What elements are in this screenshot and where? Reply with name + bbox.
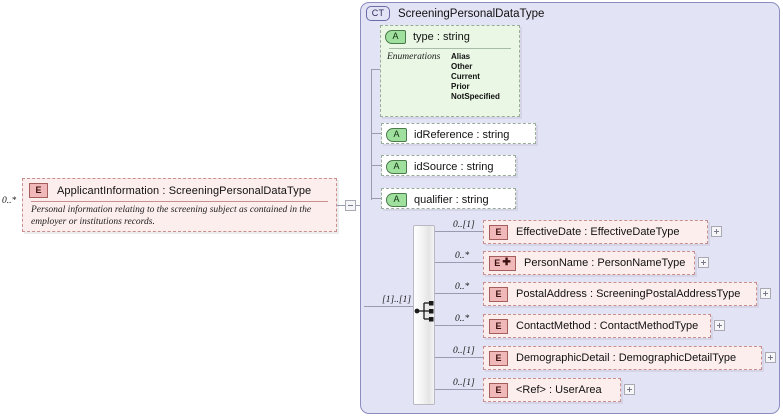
applicant-information-element[interactable]: E ApplicantInformation : ScreeningPerson… [22,178,337,232]
expand-toggle-contactmethod[interactable] [714,320,725,331]
enumeration-item: Alias [451,52,471,61]
element-effectivedate-label: EffectiveDate : EffectiveDateType [516,226,680,238]
element-icon: E [29,183,48,198]
attribute-branch-idreference [371,133,382,134]
attribute-tree-trunk [371,69,372,200]
element-demographicdetail-label: DemographicDetail : DemographicDetailTyp… [516,352,737,364]
attribute-idreference-label: idReference : string [414,128,510,141]
element-postaladdress-label: PostalAddress : ScreeningPostalAddressTy… [516,288,741,300]
attribute-idsource-header: A idSource : string [382,156,515,177]
complextype-icon: CT [366,6,390,21]
attribute-branch-idsource [371,165,382,166]
demographicdetail-cardinality: 0..[1] [453,346,475,356]
expand-toggle-effectivedate[interactable] [711,226,722,237]
attribute-type-enumerations: Enumerations Alias Other Current Prior N… [381,49,519,102]
personname-cardinality: 0..* [455,251,470,261]
element-demographicdetail[interactable]: E DemographicDetail : DemographicDetailT… [483,346,762,370]
connector-applicant-to-type [337,205,347,206]
sequence-icon [414,301,434,322]
element-icon: E [489,286,508,302]
enumerations-values: Alias Other Current Prior NotSpecified [451,52,500,102]
element-userarea-ref[interactable]: E <Ref> : UserArea [483,378,621,402]
enumeration-item: Current [451,72,480,81]
attribute-icon: A [386,127,407,142]
element-effectivedate[interactable]: E EffectiveDate : EffectiveDateType [483,220,708,244]
userarea-cardinality: 0..[1] [453,378,475,388]
attribute-qualifier-label: qualifier : string [414,193,489,206]
attribute-idreference[interactable]: A idReference : string [381,123,536,144]
enumeration-item: NotSpecified [451,92,500,101]
element-icon: E [489,318,508,334]
element-personname-label: PersonName : PersonNameType [524,257,686,269]
attribute-type-header: A type : string [381,26,519,47]
applicant-information-header: E ApplicantInformation : ScreeningPerson… [23,179,336,201]
element-personname[interactable]: E✚ PersonName : PersonNameType [483,251,695,275]
element-postaladdress[interactable]: E PostalAddress : ScreeningPostalAddress… [483,282,757,306]
attribute-type-label: type : string [413,30,470,43]
element-userarea-label: <Ref> : UserArea [516,384,602,396]
attribute-qualifier[interactable]: A qualifier : string [381,188,516,209]
element-plus-icon: E✚ [489,255,516,271]
connector-sequence-effectivedate [435,231,483,232]
attribute-icon: A [386,192,407,207]
expand-toggle-postaladdress[interactable] [760,288,771,299]
connector-sequence-personname [435,262,483,263]
attribute-branch-type [371,69,382,70]
contactmethod-cardinality: 0..* [455,314,470,324]
expand-toggle-demographicdetail[interactable] [765,352,776,363]
complex-type-title-row: CT ScreeningPersonalDataType [366,6,544,21]
enumeration-item: Prior [451,82,470,91]
attribute-idsource-label: idSource : string [414,160,494,173]
attribute-type[interactable]: A type : string Enumerations Alias Other… [380,25,520,117]
postaladdress-cardinality: 0..* [455,282,470,292]
collapse-toggle-applicant[interactable] [345,200,356,211]
connector-sequence-userarea [435,389,483,390]
attribute-idreference-header: A idReference : string [382,124,535,145]
effectivedate-cardinality: 0..[1] [453,220,475,230]
element-contactmethod-label: ContactMethod : ContactMethodType [516,320,699,332]
element-icon: E [489,224,508,240]
attribute-qualifier-header: A qualifier : string [382,189,515,210]
expand-toggle-userarea[interactable] [624,384,635,395]
sequence-cardinality: [1]..[1] [382,295,412,305]
applicant-documentation: Personal information relating to the scr… [31,205,312,227]
connector-sequence-demographicdetail [435,357,483,358]
left-element-cardinality: 0..* [2,196,17,206]
attribute-icon: A [386,159,407,174]
connector-sequence-contactmethod [435,325,483,326]
connector-sequence-postaladdress [435,293,483,294]
element-icon: E [489,350,508,366]
complex-type-title: ScreeningPersonalDataType [398,7,545,20]
element-contactmethod[interactable]: E ContactMethod : ContactMethodType [483,314,711,338]
enumeration-item: Other [451,62,473,71]
applicant-divider [31,201,328,202]
element-icon: E [489,382,508,398]
connector-container-to-sequence [364,306,414,307]
attribute-icon: A [385,29,406,44]
attribute-type-divider [389,48,511,49]
attribute-branch-qualifier [371,198,382,199]
applicant-information-label: ApplicantInformation : ScreeningPersonal… [57,184,312,197]
expand-toggle-personname[interactable] [698,257,709,268]
enumerations-label: Enumerations [387,52,441,62]
attribute-idsource[interactable]: A idSource : string [381,155,516,176]
